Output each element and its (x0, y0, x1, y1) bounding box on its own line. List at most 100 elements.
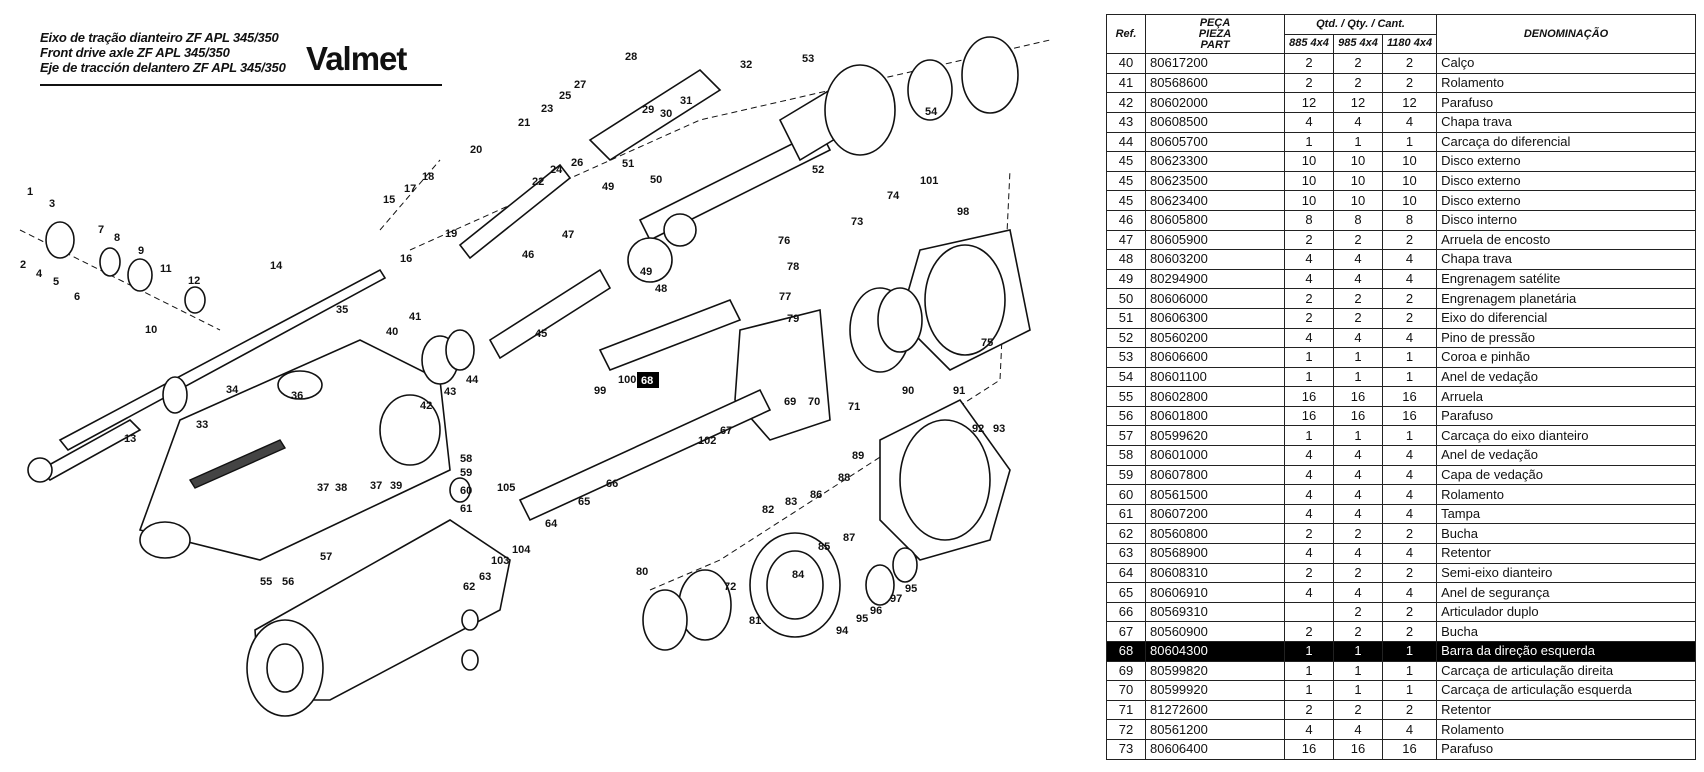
ref-100: 100 (618, 374, 636, 386)
ref-50: 50 (650, 174, 662, 186)
cell-ref: 47 (1106, 229, 1146, 251)
ref-46: 46 (522, 249, 534, 261)
cell-ref: 60 (1106, 484, 1146, 505)
title-portuguese: Eixo de tração dianteiro ZF APL 345/350 (40, 30, 279, 45)
cell-denomination: Rolamento (1436, 719, 1696, 740)
cell-part-number: 80602800 (1145, 386, 1285, 407)
ref-93: 93 (993, 423, 1005, 435)
cell-qty-1180: 4 (1381, 503, 1438, 525)
cell-ref: 59 (1106, 464, 1146, 486)
cell-ref: 45 (1106, 170, 1146, 192)
ref-75: 75 (981, 337, 993, 349)
cell-qty-885: 10 (1284, 151, 1334, 172)
cell-qty-985: 4 (1333, 719, 1383, 740)
cell-qty-985: 8 (1333, 209, 1383, 231)
cell-denomination: Engrenagem planetária (1436, 288, 1696, 309)
cell-qty-1180: 1 (1381, 347, 1438, 368)
seal-ring-54 (961, 36, 1019, 114)
cell-ref: 66 (1106, 601, 1146, 623)
ref-30: 30 (660, 108, 672, 120)
ref-59: 59 (460, 467, 472, 479)
cell-ref: 68 (1106, 641, 1146, 662)
cell-qty-985: 4 (1333, 484, 1383, 505)
ref-63: 63 (479, 571, 491, 583)
ref-70: 70 (808, 396, 820, 408)
cell-qty-885: 1 (1284, 641, 1334, 662)
cell-ref: 53 (1106, 347, 1146, 368)
cell-denomination: Retentor (1436, 543, 1696, 564)
cell-qty-985: 4 (1333, 543, 1383, 564)
cell-part-number: 80560900 (1145, 621, 1285, 642)
ref-104: 104 (512, 544, 531, 556)
steering-rod (58, 268, 387, 452)
cell-denomination: Pino de pressão (1436, 327, 1696, 349)
ref-73: 73 (851, 216, 863, 228)
cell-qty-1180: 4 (1381, 543, 1438, 564)
cell-qty-885 (1284, 601, 1334, 623)
cell-qty-1180: 1 (1381, 680, 1438, 701)
ref-95a: 95 (856, 613, 868, 625)
qty-sub-985: 985 4x4 (1333, 33, 1383, 55)
ref-83: 83 (785, 496, 797, 508)
cell-qty-885: 2 (1284, 288, 1334, 309)
ref-64: 64 (545, 518, 558, 530)
ref-102: 102 (698, 435, 716, 447)
ref-99: 99 (594, 385, 606, 397)
ref-87: 87 (843, 532, 855, 544)
brand-logo: Valmet (306, 40, 407, 77)
cell-qty-1180: 1 (1381, 131, 1438, 153)
col-den-header: DENOMINAÇÃO (1436, 13, 1696, 55)
cell-qty-885: 1 (1284, 425, 1334, 447)
cell-denomination: Parafuso (1436, 738, 1696, 760)
cell-part-number: 80604300 (1145, 641, 1285, 662)
cell-ref: 62 (1106, 523, 1146, 545)
ref-labels: 1 3 2 4 5 6 7 8 9 11 10 12 13 14 15 16 1… (20, 51, 1005, 637)
ref-77: 77 (779, 291, 791, 303)
ref-57: 57 (320, 551, 332, 563)
ref-95b: 95 (905, 583, 917, 595)
cell-qty-985: 4 (1333, 327, 1383, 349)
ref-42: 42 (420, 400, 432, 412)
cell-part-number: 80617200 (1145, 53, 1285, 74)
ref-33: 33 (196, 419, 208, 431)
cell-part-number: 80560800 (1145, 523, 1285, 545)
cell-qty-1180: 2 (1381, 523, 1438, 545)
cell-denomination: Disco interno (1436, 209, 1696, 231)
tie-rod-68 (598, 298, 742, 372)
cell-denomination: Anel de vedação (1436, 366, 1696, 388)
cell-denomination: Capa de vedação (1436, 464, 1696, 486)
cell-qty-885: 2 (1284, 307, 1334, 329)
ref-90: 90 (902, 385, 914, 397)
cell-ref: 70 (1106, 680, 1146, 701)
ref-103: 103 (491, 555, 509, 567)
cell-qty-885: 4 (1284, 484, 1334, 505)
cell-qty-885: 10 (1284, 170, 1334, 192)
title-rule (40, 84, 442, 86)
cell-denomination: Retentor (1436, 699, 1696, 721)
cell-qty-1180: 4 (1381, 719, 1438, 740)
cell-qty-1180: 4 (1381, 582, 1438, 603)
cell-qty-1180: 4 (1381, 445, 1438, 466)
cell-denomination: Disco externo (1436, 170, 1696, 192)
cell-qty-985: 2 (1333, 621, 1383, 642)
cell-denomination: Tampa (1436, 503, 1696, 525)
ref-15: 15 (383, 194, 395, 206)
cell-denomination: Chapa trava (1436, 249, 1696, 270)
cell-part-number: 80601800 (1145, 405, 1285, 427)
cell-part-number: 80599820 (1145, 660, 1285, 682)
ref-21: 21 (518, 117, 530, 129)
